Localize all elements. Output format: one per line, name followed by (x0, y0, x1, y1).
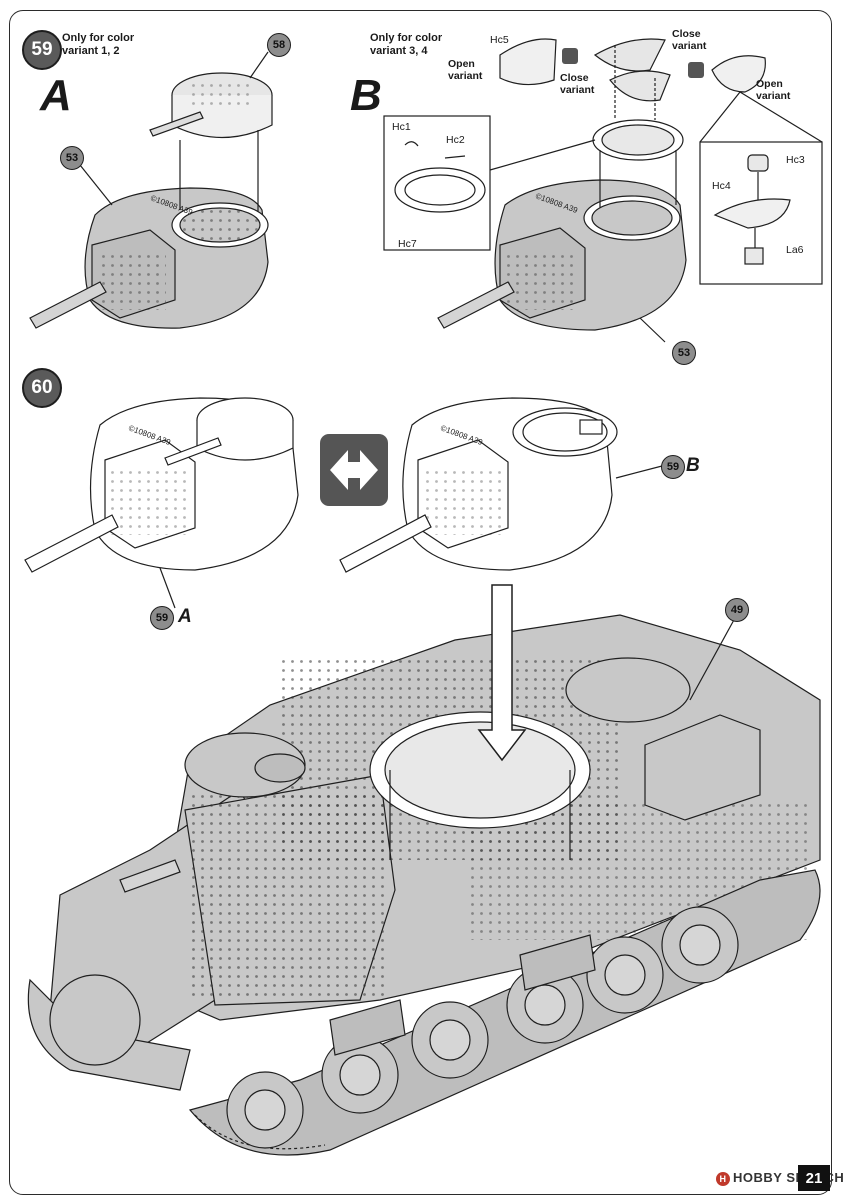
part-hc5-label: Hc5 (490, 34, 509, 46)
ref-59a-callout: 59 (150, 606, 174, 630)
hobby-search-logo-icon: H (716, 1171, 730, 1186)
open-variant-label-1: Open variant (448, 58, 483, 82)
step-59-note-b: Only for color variant 3, 4 (370, 32, 443, 57)
part-hc3-label: Hc3 (786, 154, 805, 166)
close-variant-label-1: Close variant (560, 72, 595, 96)
page-frame (9, 10, 832, 1195)
part-hc2-label: Hc2 (446, 134, 465, 146)
ref-59b-callout: 59 (661, 455, 685, 479)
close-variant-label-2: Close variant (672, 28, 707, 52)
part-58-callout: 58 (267, 33, 291, 57)
turret-60-left: ©10808 A39 (24, 397, 299, 609)
part-49-callout: 49 (725, 598, 749, 622)
part-53-callout-b: 53 (672, 341, 696, 365)
double-arrow-icon (330, 450, 378, 490)
turret-59b-drawing: ©10808 A39 (383, 38, 823, 343)
step-59-note-a: Only for color variant 1, 2 (62, 32, 135, 57)
open-variant-label-2: Open variant (756, 78, 791, 102)
part-la6-label: La6 (786, 244, 804, 256)
hull-drawing (27, 584, 821, 1156)
step-59-number: 59 (22, 30, 62, 70)
part-hc4-label: Hc4 (712, 180, 731, 192)
turret-60-right: ©10808 A39 (339, 397, 663, 573)
swap-variants-icon (320, 434, 388, 506)
step-60-number: 60 (22, 368, 62, 408)
swap-small-icons (562, 48, 704, 78)
ref-59b-letter: B (686, 455, 700, 476)
ref-59a-letter: A (178, 606, 192, 627)
variant-a-letter: A (40, 71, 72, 120)
part-53-callout-a: 53 (60, 146, 84, 170)
variant-b-letter: B (350, 71, 382, 120)
page-number: 21 (798, 1165, 830, 1191)
turret-59a-drawing: ©10808 A39 (29, 51, 273, 329)
part-hc1-label: Hc1 (392, 121, 411, 133)
part-hc7-label: Hc7 (398, 238, 417, 250)
